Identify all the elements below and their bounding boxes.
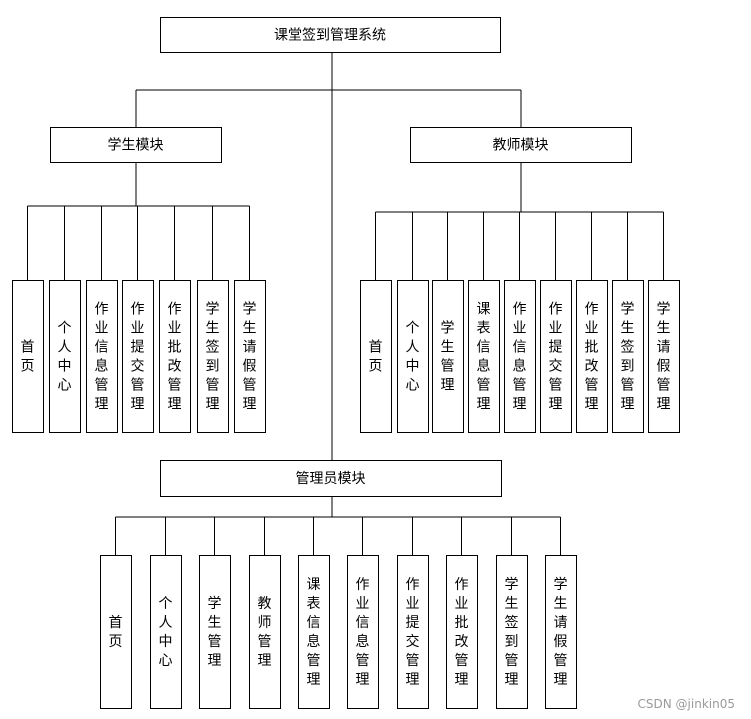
admin-child-node-label: 个人中心 — [159, 596, 173, 669]
admin-child-node: 作业批改管理 — [446, 555, 478, 709]
teacher-module-node-box — [410, 127, 632, 163]
admin-child-node-box — [100, 555, 132, 709]
admin-child-node-box — [249, 555, 281, 709]
admin-child-node-box — [446, 555, 478, 709]
student-child-node-label: 作业提交管理 — [131, 302, 145, 413]
teacher-child-node: 学生签到管理 — [612, 280, 644, 433]
teacher-child-node-box — [468, 280, 500, 433]
student-child-node-label: 首页 — [21, 340, 35, 375]
student-child-node-label: 个人中心 — [58, 321, 72, 394]
admin-child-node-label: 作业信息管理 — [356, 577, 370, 688]
admin-child-node-box — [347, 555, 379, 709]
teacher-child-node: 首页 — [360, 280, 392, 433]
student-module-node-box — [50, 127, 222, 163]
student-child-node-box — [234, 280, 266, 433]
admin-module-node: 管理员模块 — [160, 460, 502, 497]
root-node: 课堂签到管理系统 — [160, 17, 501, 53]
teacher-child-node-label: 学生签到管理 — [621, 302, 635, 413]
teacher-module-node-label: 教师模块 — [493, 138, 549, 154]
root-node-box — [160, 17, 501, 53]
student-child-node-box — [122, 280, 154, 433]
admin-child-node-label: 作业批改管理 — [455, 577, 469, 688]
admin-child-node: 作业提交管理 — [397, 555, 429, 709]
student-child-node-box — [12, 280, 44, 433]
teacher-child-node: 作业提交管理 — [540, 280, 572, 433]
admin-child-node-label: 学生签到管理 — [505, 577, 519, 688]
admin-child-node: 教师管理 — [249, 555, 281, 709]
student-child-node-label: 作业信息管理 — [95, 302, 109, 413]
student-child-node-box — [159, 280, 191, 433]
teacher-child-node-label: 作业提交管理 — [549, 302, 563, 413]
admin-child-node: 学生请假管理 — [545, 555, 577, 709]
teacher-child-node-box — [612, 280, 644, 433]
admin-child-node: 学生签到管理 — [496, 555, 528, 709]
admin-child-node-box — [298, 555, 330, 709]
admin-child-node: 首页 — [100, 555, 132, 709]
admin-child-node-label: 学生管理 — [208, 596, 222, 669]
admin-child-node-box — [545, 555, 577, 709]
teacher-child-node: 学生管理 — [432, 280, 464, 433]
teacher-child-node-label: 作业批改管理 — [585, 302, 599, 413]
student-child-node-box — [86, 280, 118, 433]
teacher-child-node-label: 课表信息管理 — [477, 302, 491, 413]
teacher-child-node-label: 学生管理 — [441, 321, 455, 394]
student-child-node-box — [49, 280, 81, 433]
admin-child-node-label: 课表信息管理 — [307, 577, 321, 688]
admin-child-node: 个人中心 — [150, 555, 182, 709]
admin-child-node-label: 学生请假管理 — [554, 577, 568, 688]
teacher-child-node-box — [360, 280, 392, 433]
admin-child-node: 学生管理 — [199, 555, 231, 709]
teacher-child-node: 学生请假管理 — [648, 280, 680, 433]
teacher-child-node-label: 学生请假管理 — [657, 302, 671, 413]
teacher-child-node-box — [648, 280, 680, 433]
student-child-node: 个人中心 — [49, 280, 81, 433]
teacher-child-node: 个人中心 — [397, 280, 429, 433]
admin-child-node: 作业信息管理 — [347, 555, 379, 709]
root-node-label: 课堂签到管理系统 — [274, 27, 386, 44]
diagram-nodes: 课堂签到管理系统学生模块教师模块管理员模块首页个人中心作业信息管理作业提交管理作… — [12, 17, 680, 709]
teacher-child-node-box — [576, 280, 608, 433]
student-child-node-label: 学生请假管理 — [243, 302, 257, 413]
student-child-node-label: 作业批改管理 — [168, 302, 182, 413]
admin-module-node-box — [160, 460, 502, 497]
teacher-child-node-box — [397, 280, 429, 433]
student-child-node: 学生请假管理 — [234, 280, 266, 433]
connector-lines — [27, 52, 664, 555]
watermark: CSDN @jinkin05 — [637, 697, 735, 711]
teacher-child-node-box — [504, 280, 536, 433]
teacher-child-node-box — [540, 280, 572, 433]
student-module-node-label: 学生模块 — [108, 138, 164, 154]
admin-child-node-label: 教师管理 — [258, 596, 272, 669]
admin-child-node-box — [199, 555, 231, 709]
student-child-node-label: 学生签到管理 — [206, 302, 220, 413]
admin-child-node-box — [496, 555, 528, 709]
teacher-module-node: 教师模块 — [410, 127, 632, 163]
teacher-child-node-label: 个人中心 — [406, 321, 420, 394]
student-child-node-box — [197, 280, 229, 433]
admin-child-node-box — [150, 555, 182, 709]
teacher-child-node-label: 作业信息管理 — [513, 302, 527, 413]
student-child-node: 作业信息管理 — [86, 280, 118, 433]
admin-module-node-label: 管理员模块 — [296, 471, 366, 487]
student-module-node: 学生模块 — [50, 127, 222, 163]
teacher-child-node-box — [432, 280, 464, 433]
teacher-child-node: 课表信息管理 — [468, 280, 500, 433]
student-child-node: 作业提交管理 — [122, 280, 154, 433]
student-child-node: 作业批改管理 — [159, 280, 191, 433]
admin-child-node-label: 首页 — [109, 615, 123, 650]
teacher-child-node-label: 首页 — [369, 340, 383, 375]
student-child-node: 首页 — [12, 280, 44, 433]
admin-child-node-label: 作业提交管理 — [406, 577, 420, 688]
teacher-child-node: 作业批改管理 — [576, 280, 608, 433]
teacher-child-node: 作业信息管理 — [504, 280, 536, 433]
admin-child-node-box — [397, 555, 429, 709]
admin-child-node: 课表信息管理 — [298, 555, 330, 709]
student-child-node: 学生签到管理 — [197, 280, 229, 433]
